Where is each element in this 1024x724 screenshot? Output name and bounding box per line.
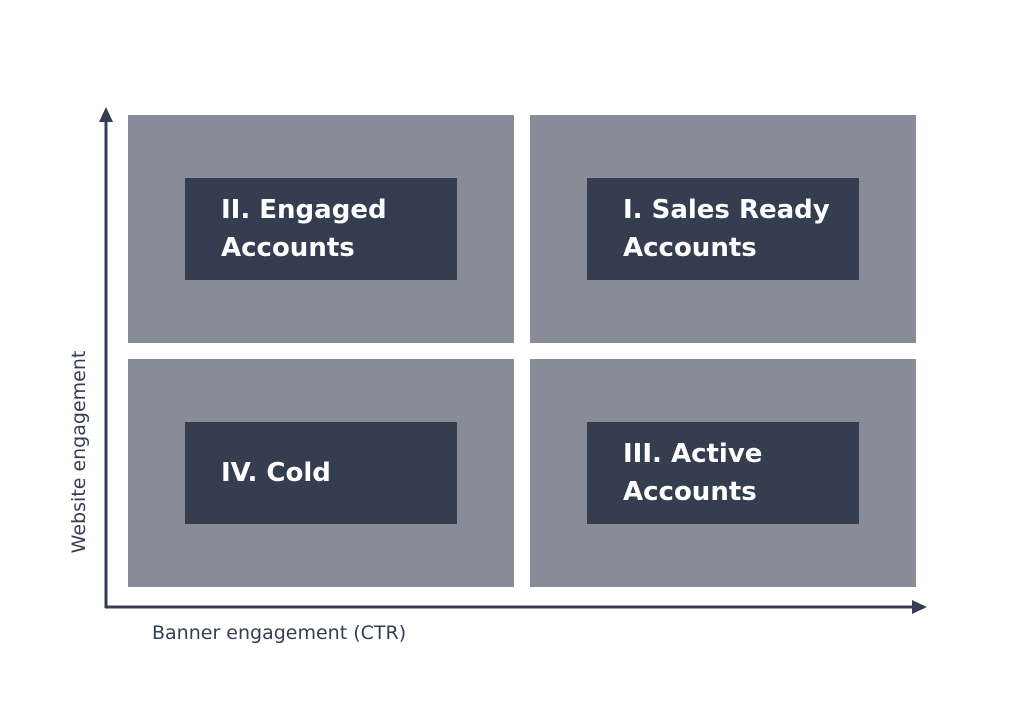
- quadrant-title-line-2: Accounts: [623, 477, 757, 507]
- quadrant-title-line-2: Accounts: [623, 233, 757, 263]
- quadrant-active-accounts: III. Active Accounts: [530, 359, 916, 587]
- quadrant-sales-ready-accounts: I. Sales Ready Accounts: [530, 115, 916, 343]
- y-axis-label: Website engagement: [68, 350, 90, 554]
- quadrant-title-line-1: II. Engaged: [221, 195, 387, 225]
- quadrant-title-line-1: I. Sales Ready: [623, 195, 830, 225]
- quadrant-engaged-accounts: II. Engaged Accounts: [128, 115, 514, 343]
- x-axis-label: Banner engagement (CTR): [152, 622, 407, 644]
- quadrant-title-line-1: IV. Cold: [221, 458, 331, 488]
- quadrant-label-box: III. Active Accounts: [587, 422, 859, 524]
- quadrant-label-box: II. Engaged Accounts: [185, 178, 457, 280]
- quadrant-label-box: IV. Cold: [185, 422, 457, 524]
- quadrant-title-line-2: Accounts: [221, 233, 355, 263]
- quadrant-title-line-1: III. Active: [623, 439, 763, 469]
- x-axis-arrowhead: [912, 600, 927, 614]
- quadrant-label-box: I. Sales Ready Accounts: [587, 178, 859, 280]
- quadrant-cold: IV. Cold: [128, 359, 514, 587]
- y-axis-arrowhead: [99, 107, 113, 122]
